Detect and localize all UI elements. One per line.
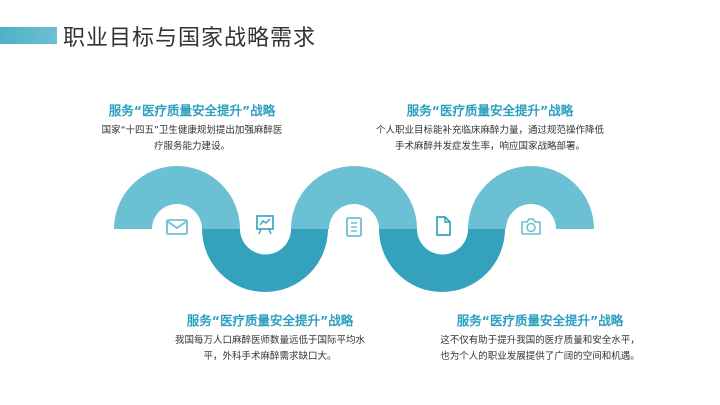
title-accent-bar [0, 27, 57, 44]
info-block-1: 服务“医疗质量安全提升”战略 国家“十四五”卫生健康规划提出加强麻醉医 疗服务能… [62, 100, 322, 155]
block-heading: 服务“医疗质量安全提升”战略 [456, 313, 624, 328]
block-text: 也为个人的职业发展提供了广阔的空间和机遇。 [440, 351, 640, 362]
block-text: 平，外科手术麻醉需求缺口大。 [203, 351, 337, 362]
block-heading: 服务“医疗质量安全提升”战略 [186, 313, 354, 328]
block-text: 我国每万人口麻醉医师数量远低于国际平均水 [174, 335, 365, 346]
info-block-2: 服务“医疗质量安全提升”战略 个人职业目标能补充临床麻醉力量，通过规范操作降低 … [340, 100, 640, 155]
info-block-4: 服务“医疗质量安全提升”战略 这不仅有助于提升我国的医疗质量和安全水平， 也为个… [400, 310, 680, 365]
page-title: 职业目标与国家战略需求 [63, 26, 317, 51]
block-heading: 服务“医疗质量安全提升”战略 [406, 103, 574, 118]
presentation-chart-icon [256, 215, 274, 235]
camera-icon [521, 218, 541, 235]
document-list-icon [346, 217, 362, 237]
info-block-3: 服务“医疗质量安全提升”战略 我国每万人口麻醉医师数量远低于国际平均水 平，外科… [140, 310, 400, 365]
block-heading: 服务“医疗质量安全提升”战略 [108, 103, 276, 118]
block-text: 这不仅有助于提升我国的医疗质量和安全水平， [440, 335, 640, 346]
mail-icon [166, 219, 188, 235]
block-text: 手术麻醉并发症发生率，响应国家战略部署。 [394, 141, 585, 152]
block-text: 国家“十四五”卫生健康规划提出加强麻醉医 [101, 125, 283, 136]
block-text: 疗服务能力建设。 [153, 141, 230, 152]
file-icon [436, 216, 451, 236]
block-text: 个人职业目标能补充临床麻醉力量，通过规范操作降低 [375, 125, 604, 136]
